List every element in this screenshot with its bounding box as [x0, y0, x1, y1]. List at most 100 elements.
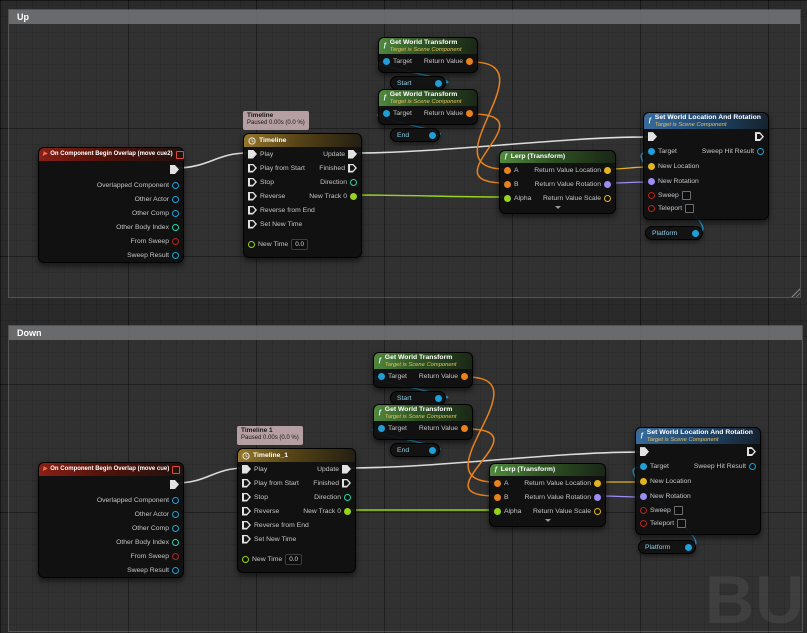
other-actor-pin[interactable]: [172, 510, 179, 518]
exec-out-pin[interactable]: [170, 480, 179, 489]
play-exec-pin[interactable]: [242, 465, 251, 474]
timeline-node-down[interactable]: Timeline_1 Play Update Play from Start F…: [237, 448, 356, 573]
exec-in-pin[interactable]: [648, 132, 657, 141]
collapse-chevron-icon[interactable]: [544, 519, 551, 522]
new-time-pin[interactable]: [248, 240, 255, 248]
stop-exec-pin[interactable]: [248, 178, 257, 187]
update-exec-pin[interactable]: [348, 150, 357, 159]
direction-pin[interactable]: [344, 493, 351, 501]
play-from-start-exec-pin[interactable]: [248, 164, 257, 173]
platform-output-pin[interactable]: [685, 543, 692, 551]
finished-exec-pin[interactable]: [342, 479, 351, 488]
return-value-pin[interactable]: [466, 110, 473, 118]
platform-output-pin[interactable]: [692, 229, 699, 237]
lerp-b-pin[interactable]: [494, 493, 501, 501]
lerp-a-pin[interactable]: [494, 479, 501, 487]
play-exec-pin[interactable]: [248, 150, 257, 159]
exec-in-pin[interactable]: [640, 447, 649, 456]
reverse-from-end-exec-pin[interactable]: [242, 521, 251, 530]
sweep-result-pin[interactable]: [172, 251, 179, 259]
teleport-checkbox[interactable]: [685, 204, 695, 214]
new-time-pin[interactable]: [242, 555, 249, 563]
stop-exec-pin[interactable]: [242, 493, 251, 502]
update-exec-pin[interactable]: [342, 465, 351, 474]
return-value-rotation-pin[interactable]: [594, 493, 601, 501]
target-pin[interactable]: [378, 425, 385, 433]
new-rotation-pin[interactable]: [648, 178, 655, 186]
variable-start-up[interactable]: Start: [390, 76, 446, 90]
target-pin[interactable]: [640, 463, 647, 471]
timeline-node-up[interactable]: Timeline Play Update Play from Start Fin…: [243, 133, 362, 258]
new-track-0-pin[interactable]: [344, 507, 351, 515]
overlapped-component-pin[interactable]: [172, 496, 179, 504]
lerp-alpha-pin[interactable]: [504, 194, 511, 202]
target-pin[interactable]: [383, 110, 390, 118]
finished-exec-pin[interactable]: [348, 164, 357, 173]
event-node-up[interactable]: ▶ On Component Begin Overlap (move cue2)…: [38, 147, 184, 263]
sweep-checkbox[interactable]: [673, 506, 683, 516]
reverse-from-end-exec-pin[interactable]: [248, 206, 257, 215]
sweep-result-pin[interactable]: [172, 566, 179, 574]
start-output-pin[interactable]: [435, 394, 442, 402]
set-new-time-exec-pin[interactable]: [242, 535, 251, 544]
start-output-pin[interactable]: [435, 79, 442, 87]
sweep-checkbox[interactable]: [681, 191, 691, 201]
variable-start-down[interactable]: Start: [390, 391, 446, 405]
set-new-time-exec-pin[interactable]: [248, 220, 257, 229]
variable-end-down[interactable]: End: [390, 443, 440, 457]
from-sweep-pin[interactable]: [172, 552, 179, 560]
other-comp-pin[interactable]: [172, 209, 179, 217]
comment-up-header[interactable]: Up: [9, 10, 800, 24]
direction-pin[interactable]: [350, 178, 357, 186]
return-value-rotation-pin[interactable]: [604, 180, 611, 188]
end-output-pin[interactable]: [429, 131, 436, 139]
overlapped-component-pin[interactable]: [172, 181, 179, 189]
new-rotation-pin[interactable]: [640, 493, 647, 501]
comment-resize-handle[interactable]: [790, 287, 800, 297]
return-value-pin[interactable]: [461, 425, 468, 433]
other-body-index-pin[interactable]: [172, 223, 179, 231]
other-comp-pin[interactable]: [172, 524, 179, 532]
target-pin[interactable]: [383, 58, 390, 66]
teleport-pin[interactable]: [648, 205, 655, 213]
return-value-pin[interactable]: [461, 373, 468, 381]
return-value-pin[interactable]: [466, 58, 473, 66]
new-location-pin[interactable]: [648, 163, 655, 171]
exec-out-pin[interactable]: [747, 447, 756, 456]
lerp-alpha-pin[interactable]: [494, 507, 501, 515]
other-body-index-pin[interactable]: [172, 538, 179, 546]
target-pin[interactable]: [378, 373, 385, 381]
new-location-pin[interactable]: [640, 478, 647, 486]
lerp-a-pin[interactable]: [504, 166, 511, 174]
return-value-location-pin[interactable]: [594, 479, 601, 487]
lerp-b-pin[interactable]: [504, 180, 511, 188]
sweep-hit-result-pin[interactable]: [749, 463, 756, 471]
new-track-0-pin[interactable]: [350, 192, 357, 200]
end-output-pin[interactable]: [429, 446, 436, 454]
lerp-transform-node-down[interactable]: ƒ Lerp (Transform) A Return Value Locati…: [489, 463, 606, 527]
reverse-exec-pin[interactable]: [248, 192, 257, 201]
return-value-location-pin[interactable]: [604, 166, 611, 174]
lerp-transform-node-up[interactable]: ƒ Lerp (Transform) A Return Value Locati…: [499, 150, 616, 214]
exec-out-pin[interactable]: [755, 132, 764, 141]
play-from-start-exec-pin[interactable]: [242, 479, 251, 488]
new-time-input[interactable]: 0.0: [285, 553, 302, 565]
collapse-chevron-icon[interactable]: [554, 206, 561, 209]
variable-end-up[interactable]: End: [390, 128, 440, 142]
reverse-exec-pin[interactable]: [242, 507, 251, 516]
variable-platform-up[interactable]: Platform: [645, 226, 703, 240]
return-value-scale-pin[interactable]: [604, 194, 611, 202]
new-time-input[interactable]: 0.0: [291, 238, 308, 250]
target-pin[interactable]: [648, 148, 655, 156]
from-sweep-pin[interactable]: [172, 237, 179, 245]
return-value-scale-pin[interactable]: [594, 507, 601, 515]
sweep-hit-result-pin[interactable]: [757, 148, 764, 156]
other-actor-pin[interactable]: [172, 195, 179, 203]
exec-out-pin[interactable]: [170, 165, 179, 174]
